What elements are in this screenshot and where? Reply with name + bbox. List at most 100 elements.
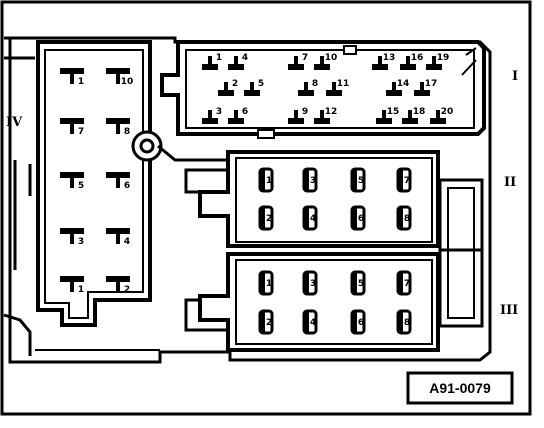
right-rails: [438, 178, 484, 328]
pin-i-stem: [378, 56, 382, 64]
conn-iii-pin-number: 8: [404, 318, 410, 328]
conn-iii-pin-number: 6: [358, 318, 364, 328]
pin-i-number: 14: [397, 79, 410, 89]
conn-iv-pin-number: 7: [78, 127, 84, 137]
pin-i-number: 10: [325, 53, 338, 63]
pin-i-9: 9: [288, 107, 308, 124]
pin-i-blade: [218, 90, 234, 96]
pin-i-blade: [314, 118, 330, 124]
pin-i-number: 19: [437, 53, 450, 63]
mounting-hole: [131, 130, 163, 162]
label-section-i: I: [512, 69, 518, 84]
conn-iii-contact-side: [398, 272, 403, 294]
conn-iv-stem: [116, 282, 120, 292]
pin-i-6: 6: [228, 107, 248, 124]
pin-i-number: 3: [216, 107, 222, 117]
pin-i-2: 2: [218, 79, 238, 96]
pin-i-number: 7: [302, 53, 308, 63]
conn-iii-pin-5: 5: [350, 270, 366, 296]
conn-iii-pin-number: 5: [358, 279, 364, 289]
conn-iii-pin-8: 8: [396, 309, 412, 335]
conn-iv-blade: [106, 228, 130, 234]
conn-iv-pin-6: 6: [106, 172, 130, 191]
conn-ii-pin-5: 5: [350, 167, 366, 193]
pin-i-3: 3: [202, 107, 222, 124]
pin-i-blade: [430, 118, 446, 124]
conn-iv-blade: [60, 68, 84, 74]
pin-i-20: 20: [430, 107, 453, 124]
pin-i-blade: [288, 118, 304, 124]
conn-iii-pin-number: 4: [310, 318, 316, 328]
pin-i-blade: [202, 64, 218, 70]
pin-i-stem: [392, 82, 396, 90]
pin-i-4: 4: [228, 53, 248, 70]
conn-iii-pin-3: 3: [302, 270, 318, 296]
connector-i-key: [343, 45, 357, 55]
conn-iii-pin-4: 4: [302, 309, 318, 335]
pin-i-number: 20: [441, 107, 454, 117]
conn-iii-contact-side: [260, 272, 265, 294]
reference-code: A91-0079: [429, 380, 491, 396]
conn-iii-pin-number: 7: [404, 279, 410, 289]
conn-ii-pin-6: 6: [350, 205, 366, 231]
pin-i-blade: [386, 90, 402, 96]
pin-i-14: 14: [386, 79, 409, 96]
pin-i-stem: [320, 110, 324, 118]
pin-i-stem: [250, 82, 254, 90]
pin-i-blade: [314, 64, 330, 70]
conn-iv-blade: [60, 118, 84, 124]
pin-i-stem: [436, 110, 440, 118]
pin-i-stem: [234, 110, 238, 118]
conn-iv-pin-number: 3: [78, 237, 84, 247]
conn-iv-pin-2: 2: [106, 276, 130, 295]
pin-i-blade: [298, 90, 314, 96]
conn-ii-pin-number: 6: [358, 214, 364, 224]
conn-iv-pin-5: 5: [60, 172, 84, 191]
pin-i-stem: [234, 56, 238, 64]
pin-i-stem: [432, 56, 436, 64]
conn-iii-pin-number: 2: [266, 318, 272, 328]
conn-ii-contact-side: [304, 169, 309, 191]
conn-iv-pin-number: 10: [121, 77, 134, 87]
conn-iv-stem: [116, 124, 120, 134]
conn-iv-blade: [106, 118, 130, 124]
pin-i-12: 12: [314, 107, 337, 124]
pin-i-15: 15: [376, 107, 399, 124]
conn-iv-pin-number: 6: [124, 181, 130, 191]
conn-iii-contact-side: [398, 311, 403, 333]
pin-i-1: 1: [202, 53, 222, 70]
latch-arm: [157, 144, 230, 162]
pin-i-stem: [382, 110, 386, 118]
pin-i-blade: [372, 64, 388, 70]
conn-iv-stem: [70, 282, 74, 292]
conn-ii-pin-number: 5: [358, 176, 364, 186]
conn-iv-pin-number: 8: [124, 127, 130, 137]
pin-i-blade: [288, 64, 304, 70]
outer-frame: [0, 0, 532, 416]
pin-i-stem: [208, 110, 212, 118]
pin-i-18: 18: [402, 107, 425, 124]
conn-ii-pin-7: 7: [396, 167, 412, 193]
label-section-iv: IV: [6, 115, 23, 130]
conn-iv-pin-number: 1: [78, 77, 84, 87]
pin-i-stem: [304, 82, 308, 90]
conn-iii-contact-side: [304, 311, 309, 333]
conn-ii-pin-2: 2: [258, 205, 274, 231]
conn-ii-pin-1: 1: [258, 167, 274, 193]
pin-i-8: 8: [298, 79, 318, 96]
pin-i-stem: [420, 82, 424, 90]
conn-ii-pin-number: 1: [266, 176, 272, 186]
pin-i-blade: [244, 90, 260, 96]
conn-ii-pin-8: 8: [396, 205, 412, 231]
conn-iv-blade: [106, 172, 130, 178]
pin-i-number: 1: [216, 53, 222, 63]
pin-i-blade: [228, 64, 244, 70]
conn-ii-contact-side: [260, 169, 265, 191]
pin-i-13: 13: [372, 53, 395, 70]
conn-iv-stem: [70, 178, 74, 188]
